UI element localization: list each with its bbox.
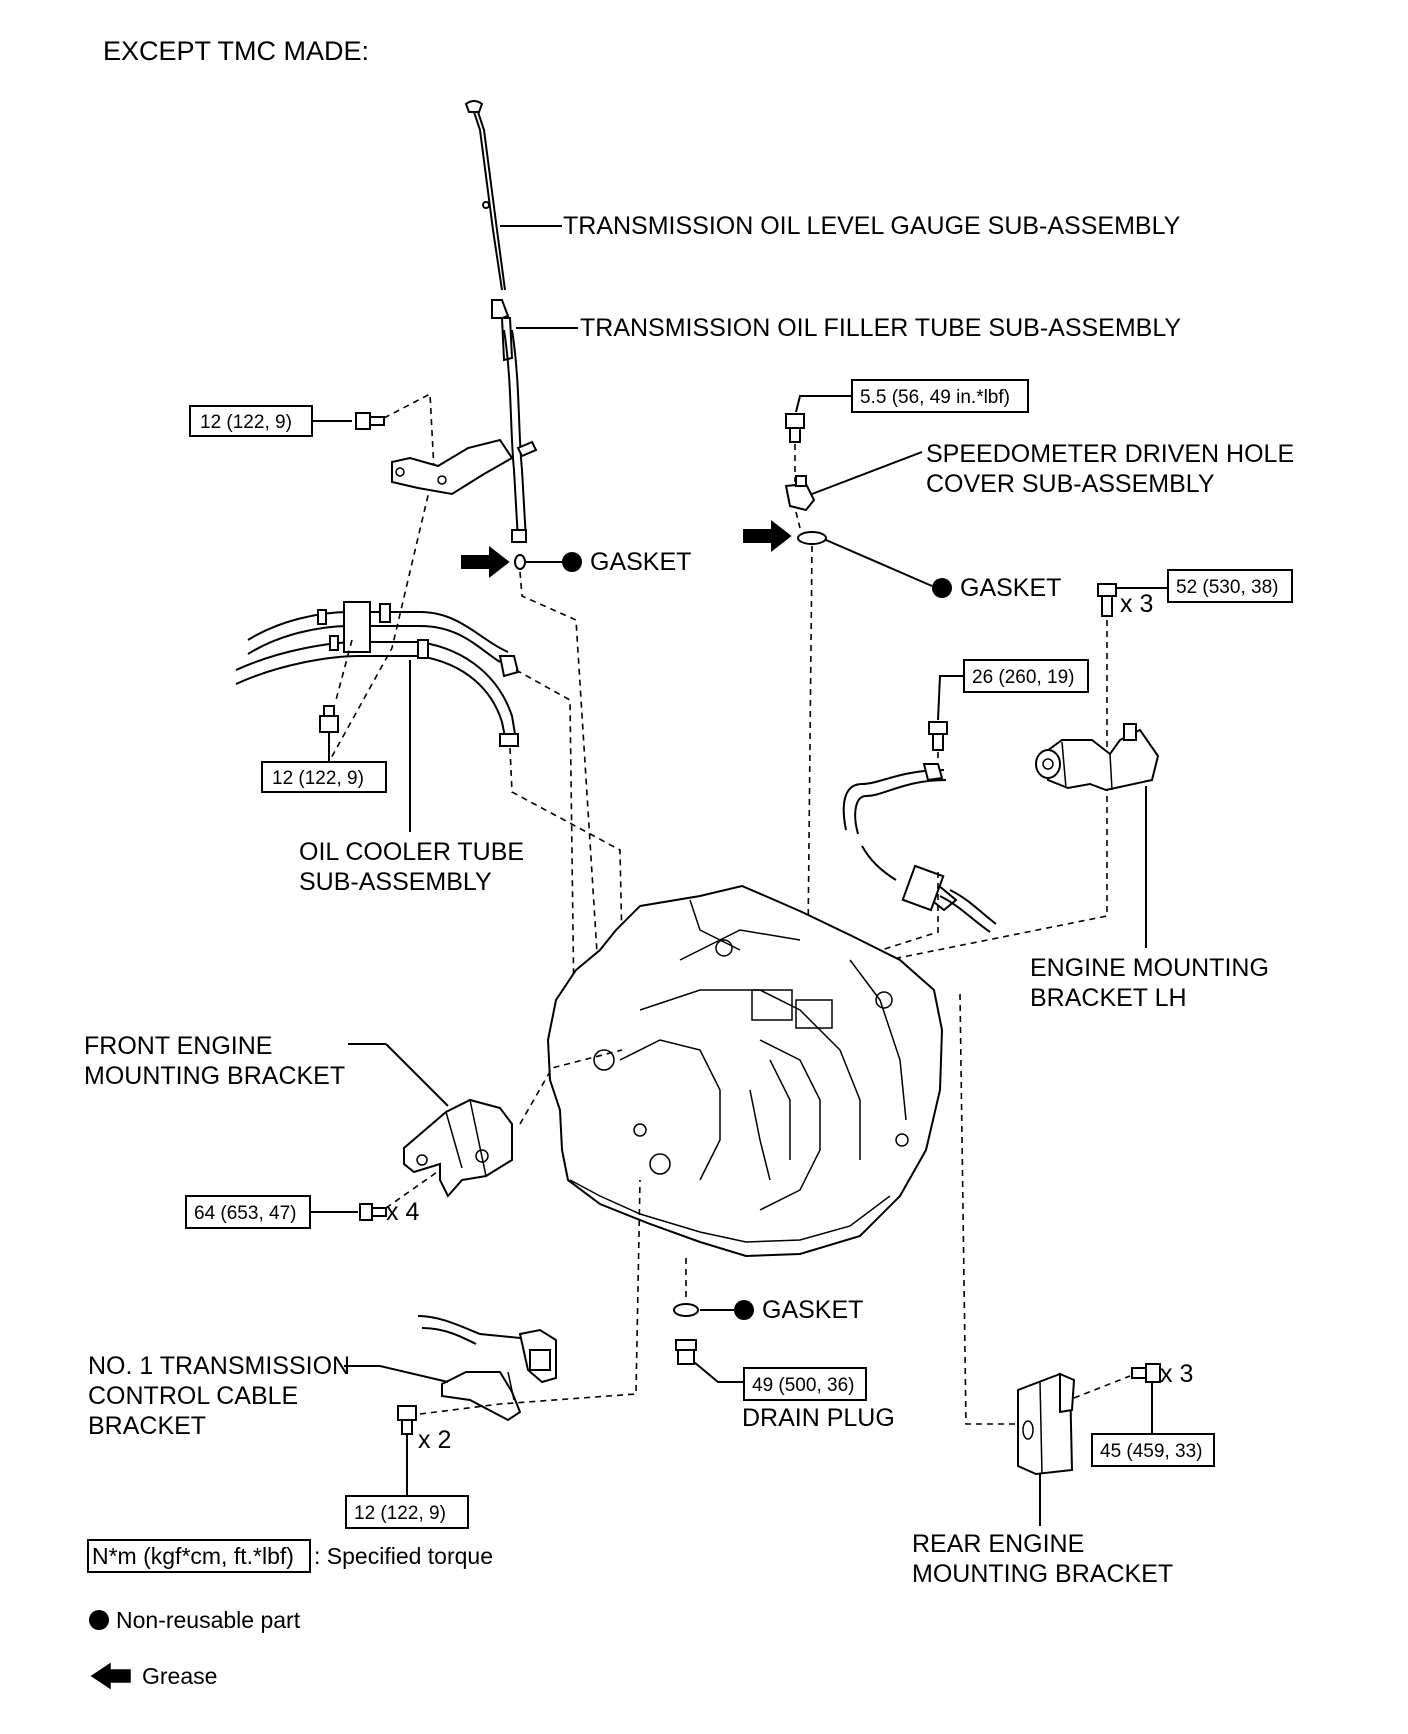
- bolt-rear-mount: [1131, 1363, 1161, 1383]
- diagram-title: EXCEPT TMC MADE:: [103, 36, 369, 66]
- torque-harness: 26 (260, 19): [972, 667, 1074, 688]
- qty-front-mount: x 4: [386, 1198, 419, 1226]
- torque-box-mount-lh: [1167, 569, 1293, 603]
- legend-torque-units: N*m (kgf*cm, ft.*lbf): [92, 1543, 294, 1569]
- torque-box-drain: [743, 1367, 867, 1401]
- gasket-filler-ring: [514, 554, 526, 570]
- filler-tube-bracket: [391, 438, 514, 496]
- label-front-mount-1: FRONT ENGINE: [84, 1032, 272, 1060]
- leader-gasket-speedometer: [825, 539, 933, 587]
- bolt-harness: [928, 721, 948, 751]
- torque-front-mount: 64 (653, 47): [194, 1203, 296, 1224]
- label-cable-3: BRACKET: [88, 1412, 206, 1440]
- legend-nonreusable: Non-reusable part: [116, 1607, 301, 1633]
- label-oil-cooler-2: SUB-ASSEMBLY: [299, 868, 492, 896]
- bolt-cable-bracket: [397, 1405, 417, 1435]
- engine-mounting-bracket-lh: [1035, 723, 1160, 792]
- bolt-speedometer: [785, 413, 805, 443]
- label-speedometer-1: SPEEDOMETER DRIVEN HOLE: [926, 440, 1294, 468]
- torque-mount-lh: 52 (530, 38): [1176, 577, 1278, 598]
- label-rear-mount-1: REAR ENGINE: [912, 1530, 1084, 1558]
- legend-torque-box: [87, 1539, 311, 1573]
- legend-nonreusable-dot: [89, 1610, 109, 1630]
- label-oil-filler-tube: TRANSMISSION OIL FILLER TUBE SUB-ASSEMBL…: [580, 314, 1181, 342]
- label-oil-level-gauge: TRANSMISSION OIL LEVEL GAUGE SUB-ASSEMBL…: [563, 212, 1181, 240]
- nonreusable-dot-drain: [734, 1300, 754, 1320]
- nonreusable-dot-speedometer: [932, 578, 952, 598]
- drain-plug: [675, 1339, 697, 1365]
- wire-harness: [842, 763, 997, 933]
- transaxle-assembly: [546, 884, 944, 1258]
- label-drain-plug: DRAIN PLUG: [742, 1404, 895, 1432]
- gasket-drain-ring: [673, 1303, 699, 1317]
- torque-box-speedometer: [851, 379, 1029, 413]
- torque-box-rear-mount: [1091, 1433, 1215, 1467]
- qty-mount-lh: x 3: [1120, 590, 1153, 618]
- leader-torque-harness: [937, 675, 964, 721]
- rear-engine-mounting-bracket: [1017, 1372, 1076, 1476]
- torque-rear-mount: 45 (459, 33): [1100, 1441, 1202, 1462]
- bolt-bracket-top: [355, 412, 385, 430]
- label-rear-mount-2: MOUNTING BRACKET: [912, 1560, 1173, 1588]
- leader-drain: [693, 1361, 744, 1383]
- label-speedometer-2: COVER SUB-ASSEMBLY: [926, 470, 1215, 498]
- dash-speedometer-down: [807, 545, 813, 941]
- qty-cable-bracket: x 2: [418, 1426, 451, 1454]
- dash-rear-mount-bolt: [1073, 1375, 1131, 1399]
- label-gasket-speedometer: GASKET: [960, 574, 1061, 602]
- dash-cable-bracket: [419, 1179, 641, 1415]
- leader-front-mount-b: [385, 1043, 449, 1107]
- label-gasket-drain: GASKET: [762, 1296, 863, 1324]
- grease-arrow-filler: [461, 545, 510, 579]
- dash-cooler-lower: [509, 747, 625, 1041]
- label-mount-lh-2: BRACKET LH: [1030, 984, 1187, 1012]
- dash-rear-mount: [959, 993, 1016, 1425]
- oil-cooler-tube: [235, 601, 520, 747]
- torque-box-cooler: [261, 761, 387, 793]
- dash-front-mount-bolt: [385, 1169, 441, 1209]
- legend-torque-desc: : Specified torque: [314, 1543, 493, 1569]
- label-front-mount-2: MOUNTING BRACKET: [84, 1062, 345, 1090]
- nonreusable-dot-filler: [562, 552, 582, 572]
- oil-level-gauge: [464, 100, 506, 291]
- torque-speedometer: 5.5 (56, 49 in.*lbf): [860, 387, 1010, 408]
- dash-speedometer-gasket: [795, 511, 801, 529]
- label-mount-lh-1: ENGINE MOUNTING: [1030, 954, 1269, 982]
- label-cable-2: CONTROL CABLE: [88, 1382, 298, 1410]
- bolt-cooler: [319, 705, 339, 733]
- label-gasket-filler: GASKET: [590, 548, 691, 576]
- legend-grease-arrow-icon: [90, 1662, 131, 1690]
- leader-cable-b: [379, 1365, 449, 1383]
- bolt-mount-lh: [1097, 583, 1117, 617]
- gasket-speedometer-ring: [797, 531, 827, 545]
- torque-box-harness: [963, 659, 1089, 693]
- dash-bracket-top: [329, 392, 435, 761]
- torque-bracket-top: 12 (122, 9): [200, 412, 292, 433]
- torque-cable-bracket: 12 (122, 9): [354, 1503, 446, 1524]
- leader-speedometer: [811, 451, 923, 495]
- control-cable: [417, 1315, 557, 1422]
- speedometer-cover: [784, 475, 816, 512]
- label-oil-cooler-1: OIL COOLER TUBE: [299, 838, 524, 866]
- torque-drain: 49 (500, 36): [752, 1375, 854, 1396]
- label-cable-1: NO. 1 TRANSMISSION: [88, 1352, 350, 1380]
- front-engine-mounting-bracket: [403, 1098, 513, 1198]
- qty-rear-mount: x 3: [1160, 1360, 1193, 1388]
- torque-box-cable-bracket: [345, 1495, 469, 1529]
- oil-filler-tube: [491, 299, 538, 543]
- torque-box-front-mount: [185, 1195, 311, 1229]
- leader-torque-speedometer: [795, 395, 852, 413]
- torque-cooler: 12 (122, 9): [272, 768, 364, 789]
- grease-arrow-speedometer: [743, 519, 792, 553]
- legend-grease: Grease: [142, 1663, 217, 1689]
- dash-front-mount: [519, 1049, 623, 1125]
- bolt-front-mount: [359, 1203, 387, 1221]
- dash-filler-tube: [519, 571, 601, 1001]
